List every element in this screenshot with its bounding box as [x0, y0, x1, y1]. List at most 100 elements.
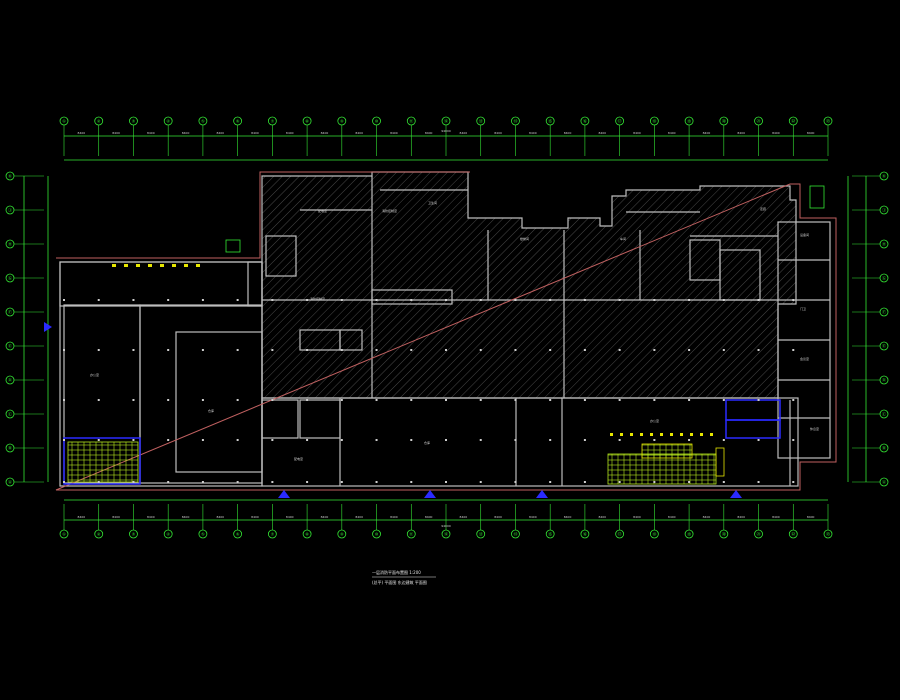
column-dot	[410, 399, 413, 401]
column-dot	[375, 439, 378, 441]
column-dot	[132, 349, 135, 351]
column-dot	[340, 299, 343, 301]
column-dot	[167, 349, 170, 351]
top-span-label: 8400	[147, 131, 155, 135]
right-axis-bubble	[879, 239, 889, 249]
fixture-mark	[184, 264, 188, 267]
top-axis-label: ⑳	[722, 118, 726, 124]
drawing-title-block: 一层消防平面布置图 1:200 (总平) 平面图 东边建筑 平面图	[372, 569, 436, 585]
bottom-axis-label: ㉓	[826, 531, 830, 537]
fixture-mark	[660, 433, 663, 436]
corridor-fixtures	[112, 264, 713, 436]
column-dot	[306, 481, 309, 483]
fixture-mark	[650, 433, 653, 436]
right-axis-label: Ⓒ	[882, 411, 886, 417]
fixture-mark	[620, 433, 623, 436]
bottom-axis-label: ⑨	[340, 532, 344, 537]
right-axis-label: Ⓚ	[882, 173, 886, 179]
room-label: 门卫	[800, 306, 806, 311]
column-dot	[306, 349, 309, 351]
column-dot	[653, 439, 656, 441]
right-axis-bubble	[879, 171, 889, 181]
blue-triangle-icon	[730, 490, 742, 498]
top-axis-bubble	[719, 116, 729, 126]
top-axis-bubble	[198, 116, 208, 126]
column-dot	[167, 399, 170, 401]
column-dot	[618, 349, 621, 351]
column-dot	[722, 399, 725, 401]
column-dot	[410, 349, 413, 351]
bottom-axis-label: ②	[97, 532, 101, 537]
fixture-mark	[680, 433, 683, 436]
top-axis-label: ⑭	[513, 118, 517, 124]
right-axis-bubble	[879, 409, 889, 419]
bottom-axis-bubble	[163, 529, 173, 539]
bottom-span-label: 8400	[460, 515, 468, 519]
top-span-label: 8400	[216, 131, 224, 135]
column-dot	[688, 299, 691, 301]
top-span-label: 8400	[321, 131, 329, 135]
top-axis-bubble	[684, 116, 694, 126]
right-axis-label: Ⓐ	[882, 479, 886, 485]
right-axis-label: Ⓕ	[882, 309, 886, 315]
column-dot	[201, 299, 204, 301]
right-axis-bubble	[879, 273, 889, 283]
column-dot	[201, 399, 204, 401]
bottom-span-label: 8400	[321, 515, 329, 519]
bottom-dimension-lines: ①8400②8400③8400④8400⑤8400⑥8400⑦8400⑧8400…	[59, 499, 833, 539]
column-dot	[445, 299, 447, 301]
top-span-label: 8400	[286, 131, 294, 135]
left-axis-bubble	[5, 409, 15, 419]
top-axis-label: ②	[97, 119, 101, 124]
column-dot	[445, 481, 447, 483]
column-dot	[271, 349, 274, 351]
top-span-label: 8400	[390, 131, 398, 135]
column-dot	[583, 481, 586, 483]
top-axis-bubble	[372, 116, 381, 126]
drawing-title: 一层消防平面布置图 1:200	[372, 569, 421, 575]
fixture-mark	[670, 433, 673, 436]
top-axis-label: ①	[62, 119, 66, 124]
top-axis-label: ⑨	[340, 119, 344, 124]
column-dot	[583, 349, 586, 351]
bottom-axis-bubble	[372, 529, 381, 539]
left-axis-bubble	[5, 239, 15, 249]
column-dot	[792, 399, 795, 401]
column-dot	[514, 299, 517, 301]
top-axis-bubble	[406, 116, 416, 126]
fixture-mark	[172, 264, 176, 267]
top-span-label: 8400	[668, 131, 676, 135]
bottom-axis-bubble	[302, 529, 312, 539]
bottom-span-label: 8400	[425, 515, 433, 519]
left-axis-bubble	[5, 341, 15, 351]
column-dot	[97, 439, 100, 441]
column-dot	[236, 399, 239, 401]
column-dot	[583, 399, 586, 401]
top-axis-bubble	[302, 116, 312, 126]
column-dot	[271, 399, 274, 401]
column-dot	[306, 439, 309, 441]
top-axis-label: ⑩	[375, 119, 379, 124]
bottom-axis-bubble	[580, 529, 590, 539]
column-dot	[688, 399, 691, 401]
column-dot	[722, 299, 725, 301]
building-hatched-area	[261, 171, 797, 399]
column-dot	[514, 439, 517, 441]
bottom-axis-label: ⑧	[305, 532, 309, 537]
column-dot	[757, 439, 760, 441]
fixture-mark	[710, 433, 713, 436]
blue-triangle-icon	[536, 490, 548, 498]
bottom-span-label: 8400	[182, 515, 190, 519]
column-dot	[97, 349, 100, 351]
column-dot	[792, 481, 795, 483]
column-dot	[63, 299, 65, 301]
left-axis-label: Ⓖ	[8, 275, 12, 281]
top-axis-label: ⑬	[479, 118, 483, 124]
column-dot	[583, 299, 586, 301]
bottom-axis-label: ⑲	[687, 531, 691, 537]
room-label: 会议室	[800, 356, 809, 361]
top-span-label: 8400	[494, 131, 502, 135]
top-span-label: 8400	[598, 131, 606, 135]
